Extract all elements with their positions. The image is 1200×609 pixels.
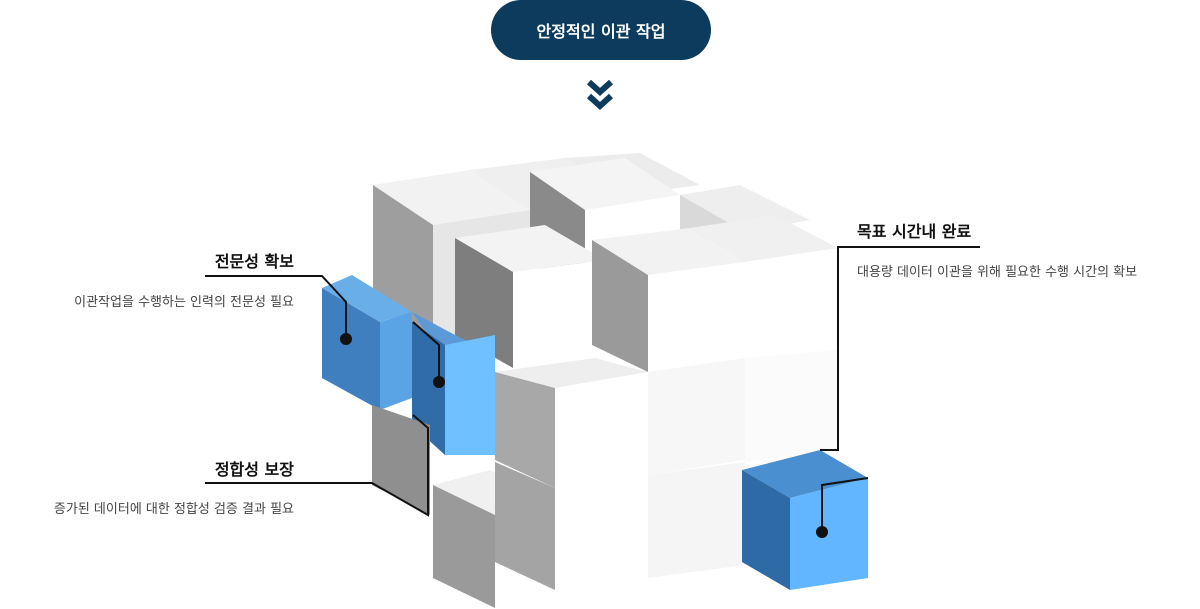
marker-dot xyxy=(816,526,828,538)
cube-block xyxy=(495,462,648,590)
cube-block xyxy=(648,358,745,475)
cube-block xyxy=(495,358,648,488)
cube-block xyxy=(592,228,745,372)
cube-block xyxy=(648,462,745,578)
leader-line-deadline xyxy=(820,246,980,530)
cube-block-blue xyxy=(322,275,412,410)
callout-desc-deadline: 대용량 데이터 이관을 위해 필요한 수행 시간의 확보 xyxy=(857,265,1138,280)
header-label: 안정적인 이관 작업 xyxy=(536,22,666,41)
callout-desc-expertise: 이관작업을 수행하는 인력의 전문성 필요 xyxy=(74,295,294,310)
cube-block xyxy=(455,225,605,368)
callout-title-expertise: 전문성 확보 xyxy=(214,252,294,271)
leader-line-expertise xyxy=(205,275,440,382)
cube-block-blue xyxy=(742,450,868,590)
leader-line-integrity xyxy=(205,414,429,517)
cube-block xyxy=(745,350,838,462)
callout-title-integrity: 정합성 보장 xyxy=(214,460,294,479)
callout-desc-integrity: 증가된 데이터에 대한 정합성 검증 결과 필요 xyxy=(53,502,294,517)
double-chevron-down-icon xyxy=(586,79,614,111)
marker-dot xyxy=(433,376,445,388)
cube-block xyxy=(690,215,838,358)
callout-title-deadline: 목표 시간내 완료 xyxy=(857,222,972,241)
header-pill: 안정적인 이관 작업 xyxy=(491,0,711,60)
marker-dot xyxy=(340,333,352,345)
cube-block xyxy=(372,405,430,515)
